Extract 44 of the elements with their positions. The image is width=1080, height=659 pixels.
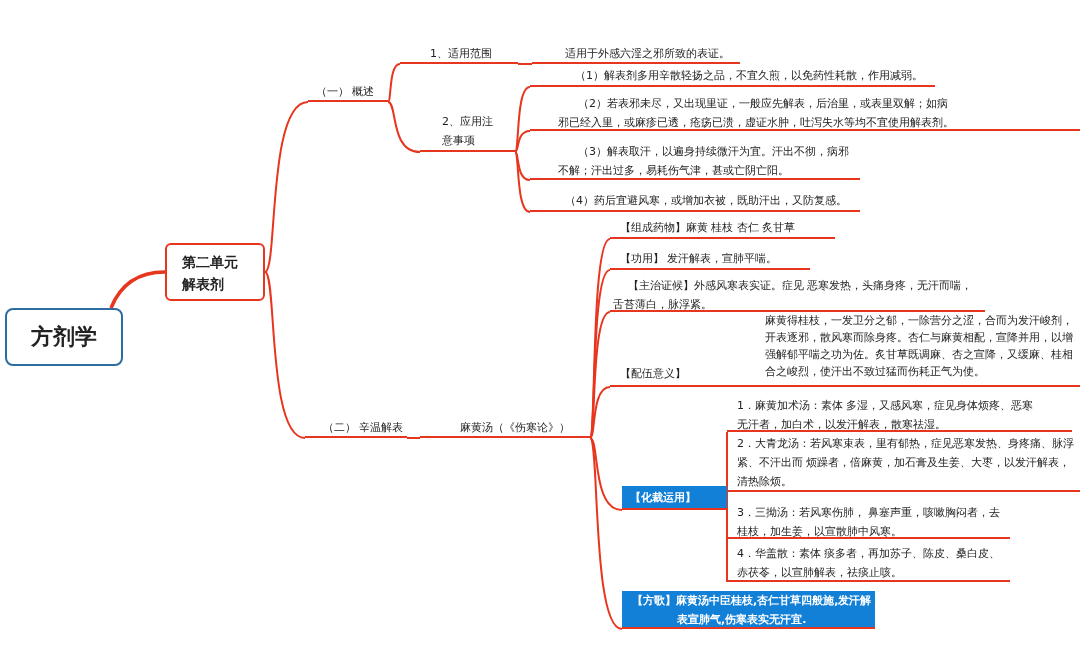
branch-line (589, 437, 623, 630)
branch-line (726, 509, 728, 583)
branch-line (514, 130, 531, 153)
branch-line (406, 437, 421, 439)
underlined-topic (610, 312, 1080, 387)
highlight-text: 【化裁运用】 (630, 490, 697, 506)
topic-text: 【主治证候】外感风寒表实证。症见 恶寒发热，头痛身疼，无汗而喘，舌苔薄白，脉浮紧。 (613, 278, 974, 313)
branch-line (589, 311, 611, 439)
branch-line (514, 151, 531, 181)
underlined-topic (727, 396, 1072, 432)
topic-box (165, 243, 265, 301)
branch-line (387, 63, 401, 103)
topic-text: （3）解表取汗，以遍身持续微汗为宜。汗出不彻，病邪不解；汗出过多，易耗伤气津，甚或亡阴亡阳。 (558, 144, 850, 179)
branch-line (514, 151, 531, 213)
topic-text: （二） 辛温解表 (323, 420, 405, 436)
topic-text: 1、适用范围 (430, 46, 493, 62)
topic-text: 【配伍意义】 (620, 366, 687, 382)
topic-text: 麻黄汤（《伤寒论》） (460, 420, 571, 436)
branch-line (517, 63, 533, 65)
topic-text: 2．大青龙汤：若风寒束表，里有郁热，症见恶寒发热、身疼痛、脉浮紧、不汗出而 烦躁者，倍麻黄，加石膏及生姜、大枣，以发汗解表，清热除烦。 (737, 436, 1075, 490)
branch-line (264, 271, 306, 439)
branch-line (589, 437, 623, 511)
topic-text: 第二单元解表剂 (182, 253, 239, 294)
topic-text: 麻黄得桂枝，一发卫分之郁，一除营分之涩，合而为发汗峻剂，开表逐邪，散风寒而除身疼。杏仁与麻黄相配，宣降并用，以增强解郁平喘之功为佐。炙甘草既调麻、杏之宣降，又缓麻、桂相合之峻烈，使汗出不致过猛而伤耗正气为使。 (765, 313, 1074, 380)
highlight-text: 【方歌】麻黄汤中臣桂枝,杏仁甘草四般施,发汗解表宣肺气,伤寒表实无汗宜. (632, 593, 872, 628)
branch-line (109, 270, 166, 309)
topic-text: 【功用】 发汗解表，宣肺平喘。 (620, 251, 779, 267)
topic-text: 4．华盖散：素体 痰多者，再加苏子、陈皮、桑白皮、赤茯苓，以宣肺解表，祛痰止咳。 (737, 546, 1002, 581)
topic-text: （一） 概述 (316, 84, 376, 100)
topic-text: （1）解表剂多用辛散轻扬之品，不宜久煎，以免药性耗散，作用减弱。 (575, 68, 924, 84)
root-box (5, 308, 123, 366)
branch-line (589, 386, 611, 439)
topic-text: 1．麻黄加术汤：素体 多湿，又感风寒，症见身体烦疼、恶寒无汗者，加白术，以发汗解表，散寒祛湿。 (737, 398, 1035, 433)
branch-line (514, 86, 531, 153)
branch-line (264, 101, 309, 273)
topic-text: 【组成药物】麻黄 桂枝 杏仁 炙甘草 (620, 220, 797, 236)
topic-text: 适用于外感六淫之邪所致的表证。 (565, 46, 731, 62)
topic-text: （4）药后宜避风寒，或增加衣被，既助汗出，又防复感。 (565, 193, 848, 209)
topic-text: （2）若表邪未尽，又出现里证，一般应先解表，后治里，或表里双解；如病邪已经入里，或麻疹已透，疮疡已溃，虚证水肿，吐泻失水等均不宜使用解表剂。 (558, 96, 955, 131)
topic-text: 3．三拗汤：若风寒伤肺， 鼻塞声重，咳嗽胸闷者，去桂枝，加生姜，以宣散肺中风寒。 (737, 505, 1002, 540)
topic-text: 2、应用注意事项 (442, 114, 494, 149)
title-text: 方剂学 (31, 326, 97, 348)
branch-line (387, 101, 421, 153)
highlight-box (622, 486, 727, 510)
